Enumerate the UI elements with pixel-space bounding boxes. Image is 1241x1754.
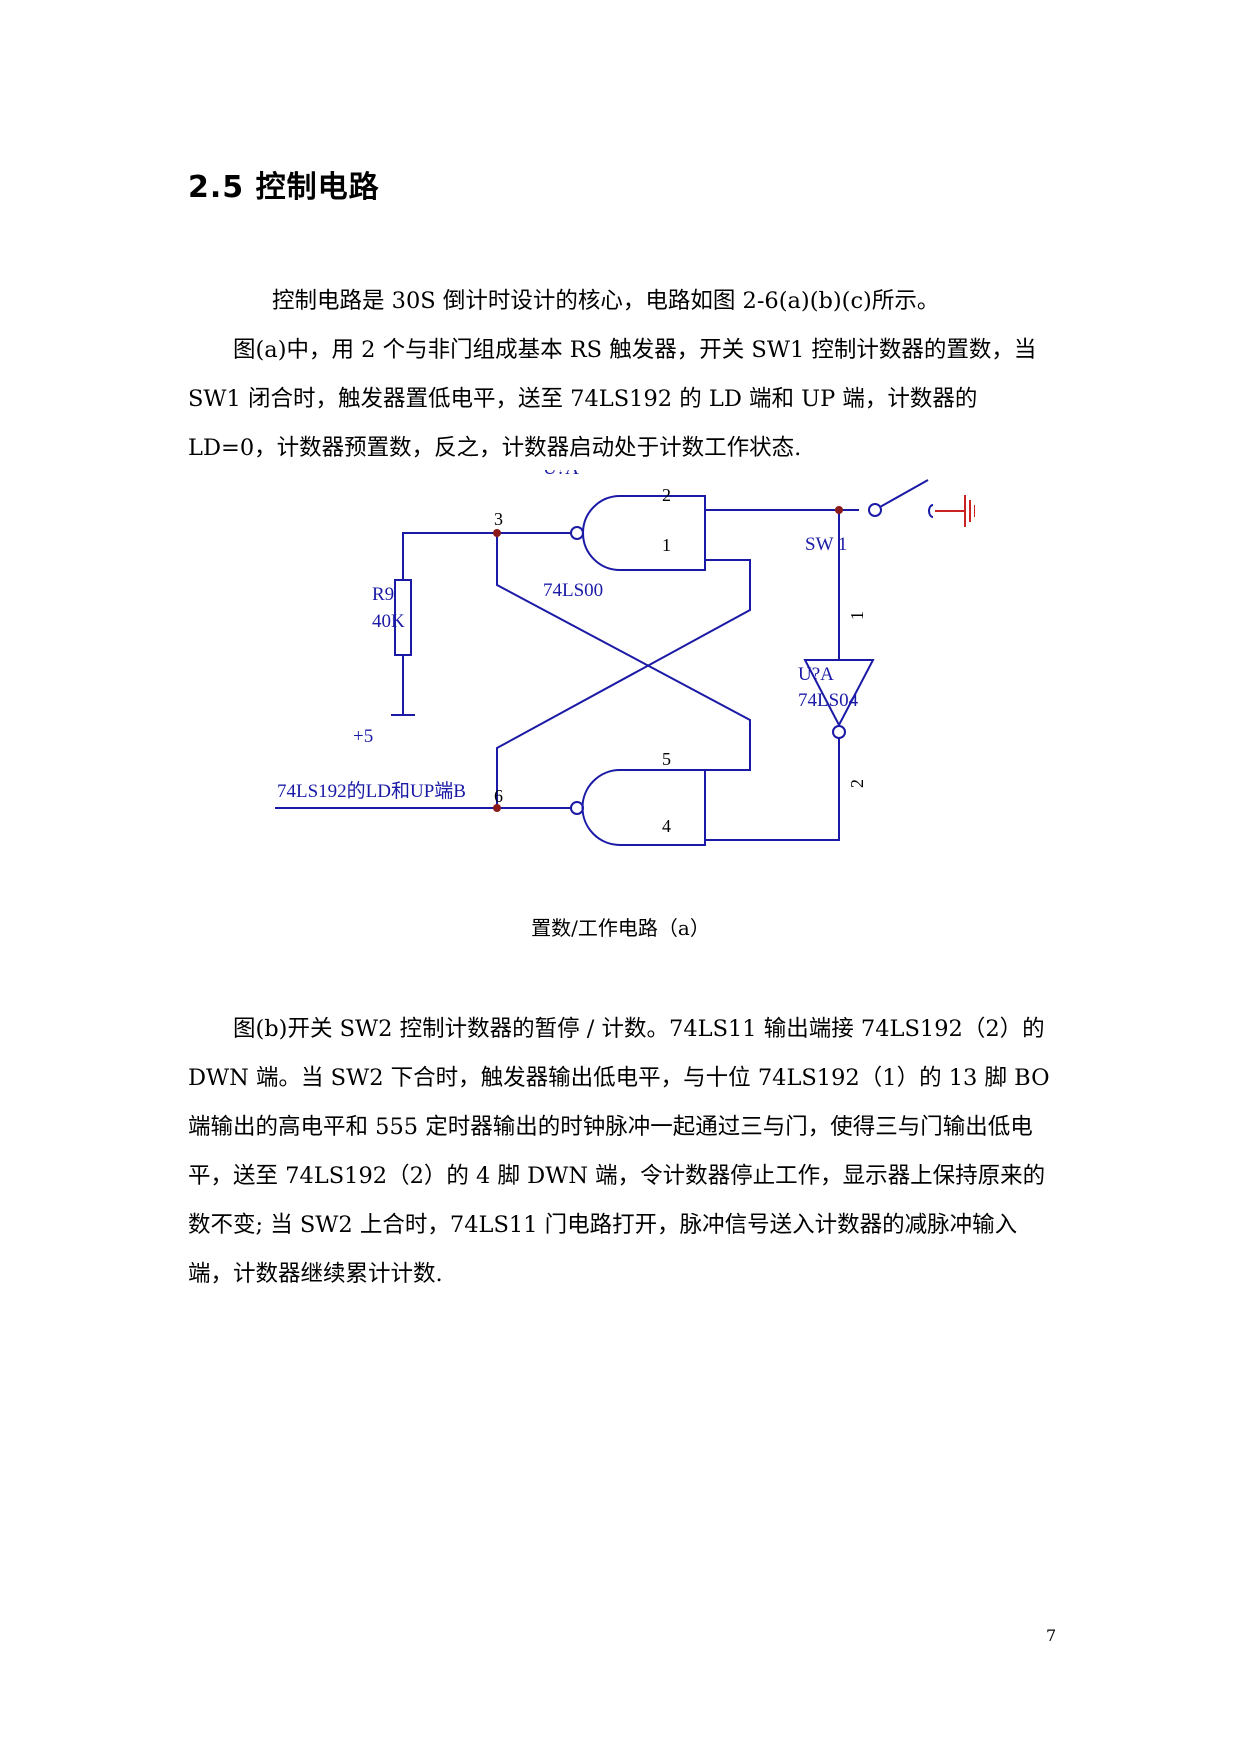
junction-pin6	[493, 804, 501, 812]
circuit-diagram-a: U?A 74LS00 R9 40K +5 SW 1 U?A 74LS04 74L…	[275, 470, 975, 846]
nand-bottom-input-bubble	[570, 801, 584, 815]
inverter-output-bubble	[832, 725, 846, 739]
label-inverter-part: 74LS04	[798, 690, 859, 711]
label-gate-top-ref: U?A	[543, 470, 579, 479]
switch-contact	[868, 503, 882, 517]
paragraph-figure-b: 图(b)开关 SW2 控制计数器的暂停 / 计数。74LS11 输出端接 74L…	[188, 1016, 1050, 1287]
pin-6: 6	[494, 786, 503, 806]
intro-paragraphs: 控制电路是 30S 倒计时设计的核心，电路如图 2-6(a)(b)(c)所示。 …	[188, 277, 1058, 473]
figure-caption: 置数/工作电路（a）	[531, 916, 710, 940]
junctions	[493, 506, 843, 812]
label-switch-ref: SW 1	[805, 534, 847, 555]
paragraph-intro: 控制电路是 30S 倒计时设计的核心，电路如图 2-6(a)(b)(c)所示。	[272, 288, 940, 314]
label-output-b: 74LS192的LD和UP端B	[277, 780, 466, 802]
circuit-labels: U?A 74LS00 R9 40K +5 SW 1 U?A 74LS04 74L…	[277, 470, 859, 802]
circuit-wires	[275, 479, 934, 846]
junction-pin3	[493, 529, 501, 537]
inverter-triangle	[803, 659, 875, 728]
switch-blade	[879, 479, 929, 508]
nand-top-input-bubble	[570, 526, 584, 540]
label-inverter-ref: U?A	[798, 664, 834, 685]
pin-inverter-out: 2	[847, 779, 867, 788]
label-resistor-value: 40K	[372, 611, 405, 632]
pin-2: 2	[662, 485, 671, 505]
pin-3: 3	[494, 509, 503, 529]
pin-5: 5	[662, 749, 671, 769]
label-gate-top-part: 74LS00	[543, 580, 603, 601]
paragraph-figure-a: 图(a)中，用 2 个与非门组成基本 RS 触发器，开关 SW1 控制计数器的置…	[188, 337, 1037, 461]
page-number: 7	[1046, 1626, 1057, 1645]
nand-gate-top	[582, 495, 706, 571]
pin-1: 1	[662, 535, 671, 555]
section-heading: 2.5 控制电路	[188, 170, 380, 205]
pin-inverter-in: 1	[847, 611, 867, 620]
label-resistor-ref: R9	[372, 584, 394, 605]
nand-gate-bottom	[581, 769, 706, 846]
label-supply: +5	[353, 726, 373, 747]
ground-symbol	[935, 495, 975, 527]
pin-numbers: 2 1 3 5 6 4 1 2	[494, 485, 867, 836]
junction-switch	[835, 506, 843, 514]
body-paragraphs: 图(b)开关 SW2 控制计数器的暂停 / 计数。74LS11 输出端接 74L…	[188, 1005, 1058, 1299]
pin-4: 4	[662, 816, 671, 836]
